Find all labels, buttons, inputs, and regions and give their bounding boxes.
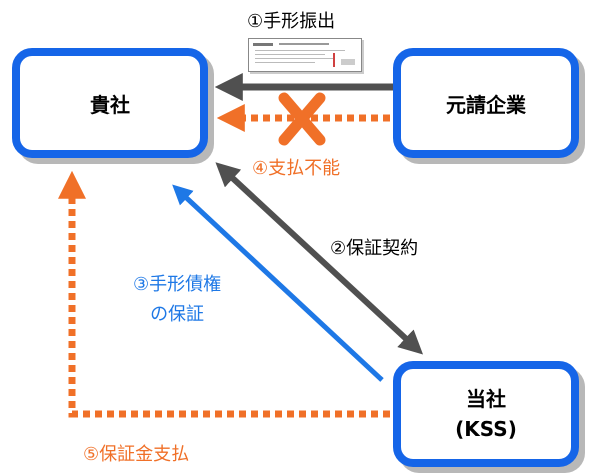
node-your-company-label: 貴社 bbox=[90, 92, 130, 117]
node-our-company-sublabel: (KSS) bbox=[455, 417, 517, 441]
cross-mark-icon bbox=[278, 92, 326, 146]
arrow-bill-guarantee bbox=[172, 184, 384, 382]
label-payment-default: ④支払不能 bbox=[252, 158, 341, 179]
label-bill-issue: ①手形振出 bbox=[247, 11, 336, 32]
label-bill-guarantee: ③手形債権 の保証 bbox=[133, 270, 221, 330]
promissory-note-icon bbox=[248, 38, 362, 72]
node-your-company: 貴社 bbox=[12, 48, 208, 158]
node-prime-contractor: 元請企業 bbox=[393, 48, 579, 158]
label-bill-guarantee-line1: ③手形債権 bbox=[133, 274, 222, 295]
node-prime-contractor-label: 元請企業 bbox=[446, 92, 526, 117]
label-guarantee-payment: ⑤保証金支払 bbox=[83, 444, 190, 465]
promissory-note-lines bbox=[253, 43, 355, 67]
label-bill-guarantee-line2: の保証 bbox=[150, 304, 205, 325]
arrow-guarantee-payment bbox=[58, 170, 390, 418]
node-our-company: 当社 (KSS) bbox=[393, 361, 579, 467]
label-guarantee-contract: ②保証契約 bbox=[330, 238, 419, 259]
arrow-guarantee-contract bbox=[215, 162, 424, 355]
node-our-company-label: 当社 bbox=[466, 387, 506, 411]
